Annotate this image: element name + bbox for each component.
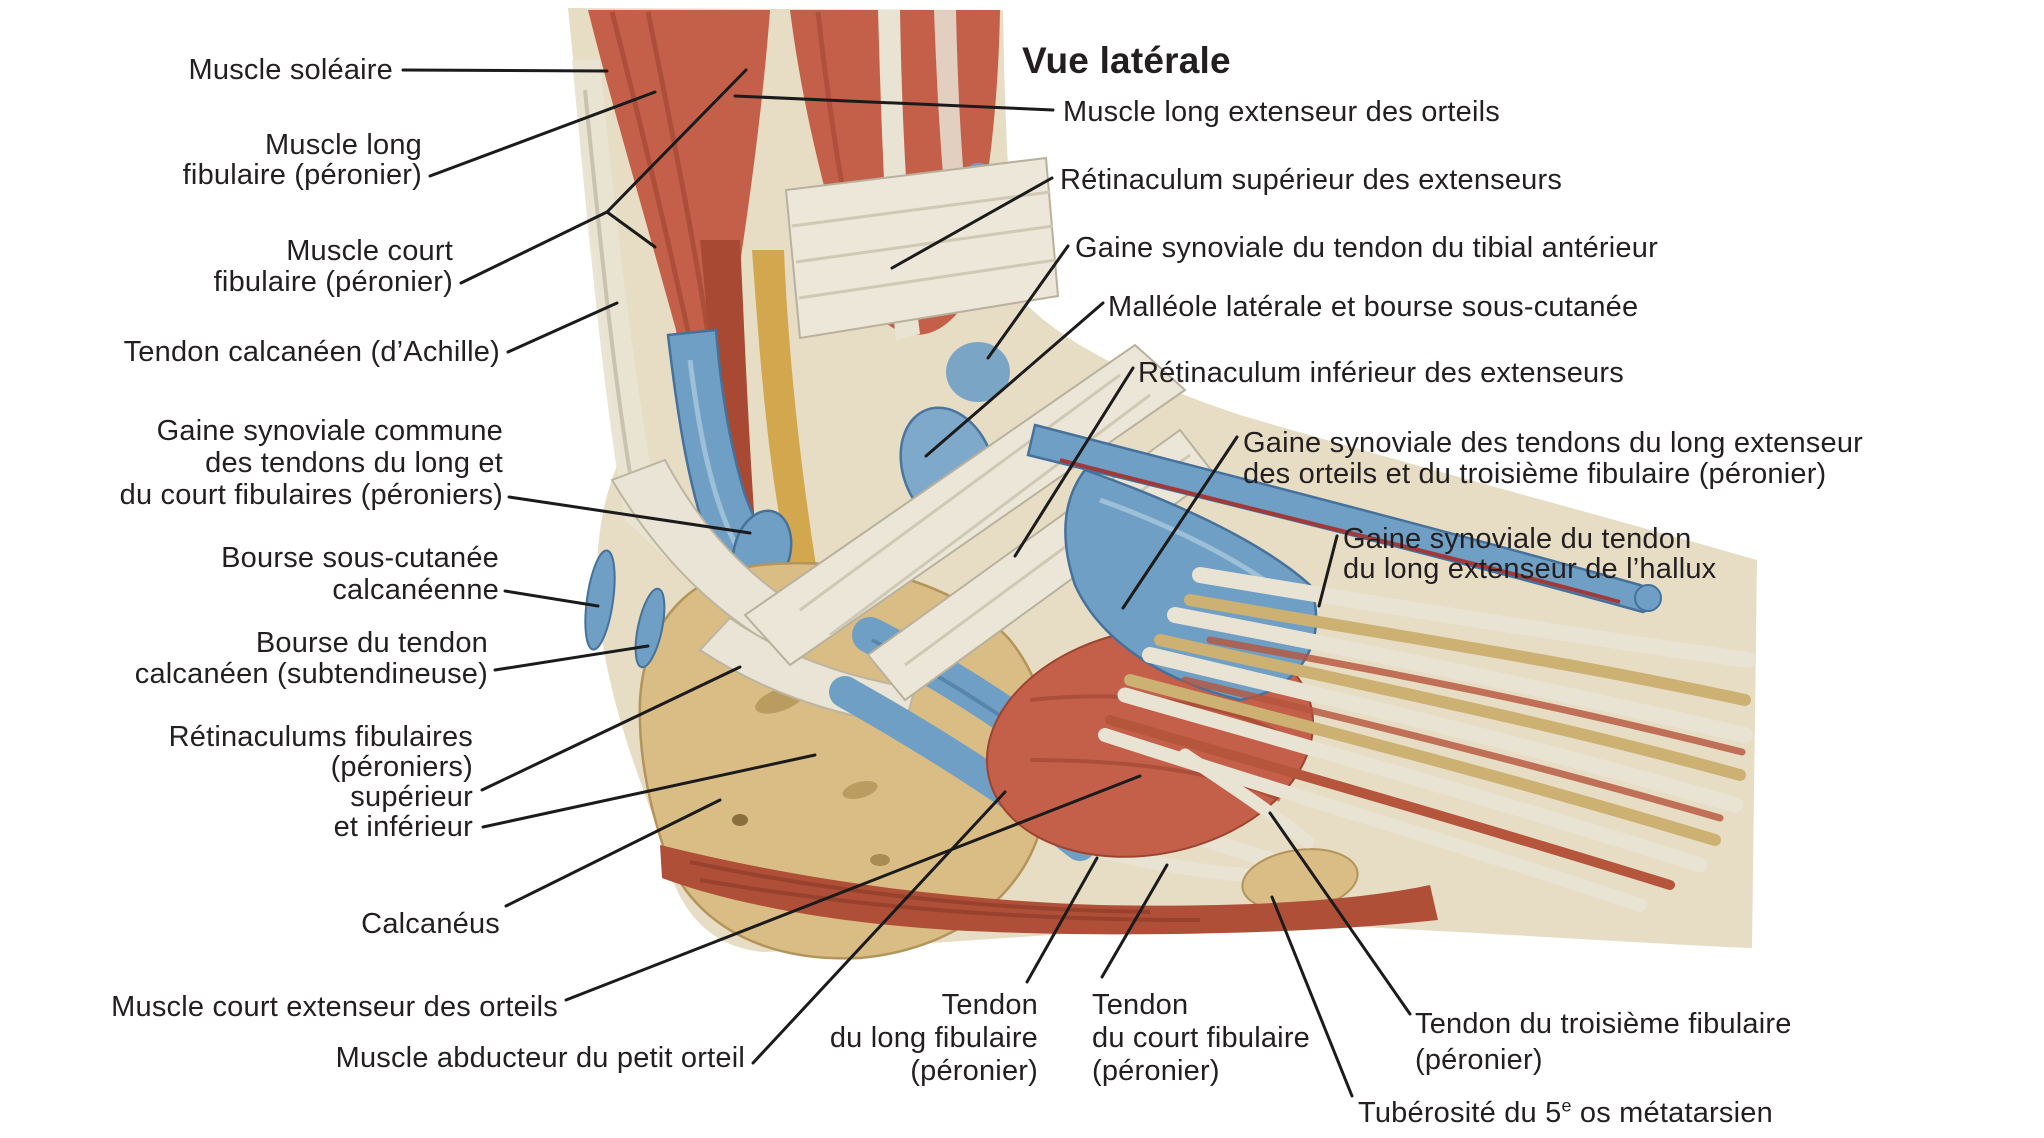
label-gaine-commune: Gaine synoviale commune des tendons du l… — [119, 415, 503, 511]
toe-tendon-fan — [1098, 567, 1756, 912]
label-malleole-laterale: Malléole latérale et bourse sous-cutanée — [1108, 291, 1639, 323]
label-gaine-hallux: Gaine synoviale du tendon du long extens… — [1343, 523, 1717, 585]
posterior-leg-muscles — [572, 10, 820, 590]
dorsal-foot-sheath — [1026, 423, 1662, 614]
label-retinaculum-inferieur: Rétinaculum inférieur des extenseurs — [1138, 357, 1624, 389]
label-gaine-tibial-anterieur: Gaine synoviale du tendon du tibial anté… — [1075, 232, 1658, 264]
superior-extensor-retinaculum — [784, 156, 1060, 340]
label-bourse-tendon: Bourse du tendon calcanéen (subtendineus… — [134, 627, 488, 690]
label-bourse-sous-cutanee: Bourse sous-cutanée calcanéenne — [221, 542, 499, 606]
label-tuberosite-5e-metatarsien: Tubérosité du 5e os métatarsien — [1358, 1095, 1773, 1129]
label-tendon-long-fibulaire: Tendon du long fibulaire (péronier) — [829, 989, 1038, 1087]
page-title: Vue latérale — [1022, 40, 1231, 81]
superscript-e: e — [1561, 1095, 1572, 1116]
label-tendon-court-fibulaire: Tendon du court fibulaire (péronier) — [1092, 989, 1310, 1087]
leader-lines — [401, 68, 1412, 1098]
label-muscle-long-fibulaire: Muscle long fibulaire (péronier) — [182, 129, 422, 191]
label-tendon-calcaneen: Tendon calcanéen (d’Achille) — [123, 336, 500, 368]
label-muscle-long-extenseur: Muscle long extenseur des orteils — [1063, 96, 1500, 128]
label-tendon-troisieme-fibulaire: Tendon du troisième fibulaire (péronier) — [1415, 1008, 1792, 1076]
label-gaine-long-extenseur-orteils: Gaine synoviale des tendons du long exte… — [1243, 427, 1864, 490]
label-retinaculum-superieur: Rétinaculum supérieur des extenseurs — [1060, 164, 1563, 196]
label-muscle-soleaire: Muscle soléaire — [188, 54, 393, 86]
label-muscle-court-extenseur: Muscle court extenseur des orteils — [111, 991, 558, 1023]
sole-muscles — [660, 845, 1438, 935]
label-calcaneus: Calcanéus — [361, 908, 500, 940]
label-retinaculums-fibulaires: Rétinaculums fibulaires (péroniers) supé… — [168, 721, 473, 843]
label-muscle-abducteur: Muscle abducteur du petit orteil — [335, 1042, 745, 1074]
label-muscle-court-fibulaire: Muscle court fibulaire (péronier) — [213, 235, 453, 298]
